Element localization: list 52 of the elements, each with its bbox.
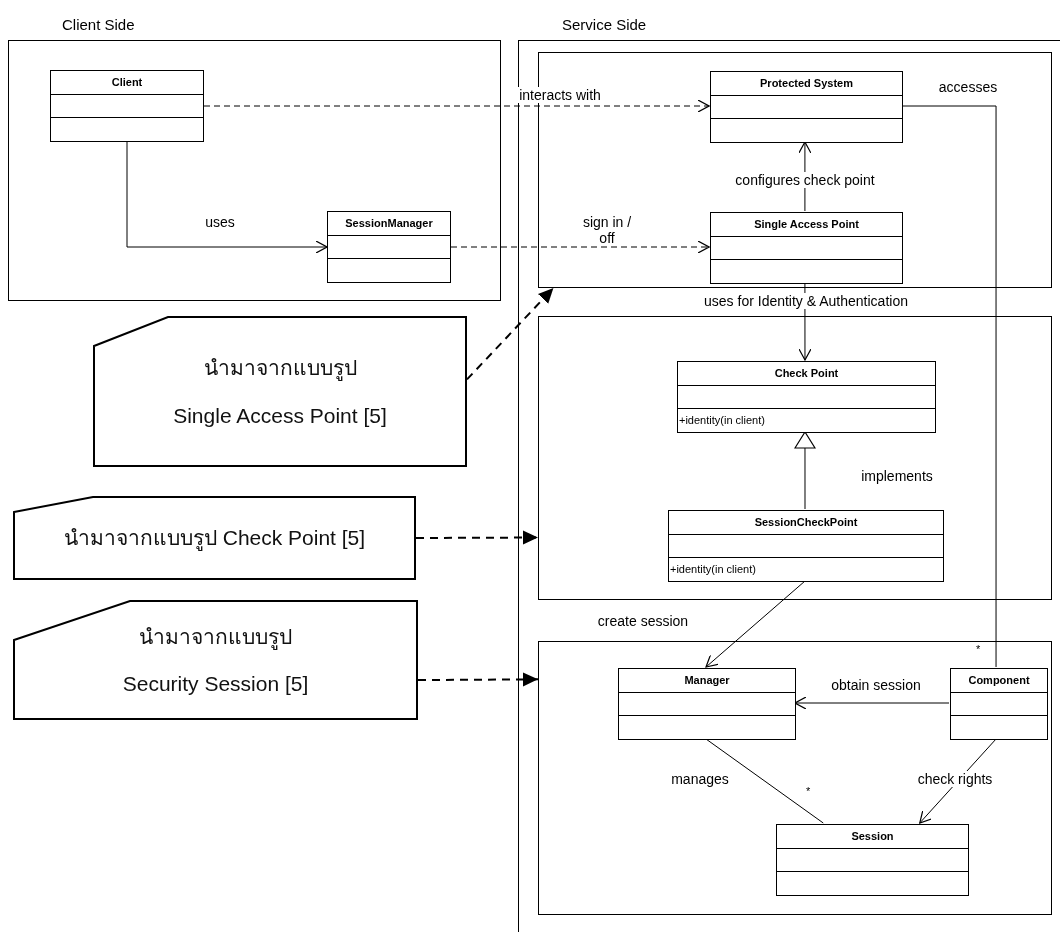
- note-text: นำมาจากแบบรูป: [139, 623, 292, 652]
- arrow: [705, 580, 806, 668]
- multiplicity-label: *: [806, 785, 811, 797]
- class-name: Session: [851, 829, 894, 845]
- edge-label: check rights: [915, 771, 995, 787]
- edge-label: interacts with: [517, 87, 603, 103]
- class-box: [950, 668, 1048, 740]
- note: [93, 316, 467, 467]
- class-name: SessionManager: [345, 216, 433, 232]
- note: [13, 600, 418, 720]
- edge-label: obtain session: [829, 677, 923, 693]
- edge-label: configures check point: [733, 172, 877, 188]
- arrow: [794, 431, 816, 510]
- class-name: Client: [111, 75, 143, 91]
- association-line: [901, 105, 997, 668]
- dashed-arrow: [466, 287, 555, 381]
- class-name: Protected System: [760, 76, 853, 92]
- class-name: Manager: [684, 673, 730, 689]
- class-name: Check Point: [774, 366, 839, 382]
- class-name: SessionCheckPoint: [754, 515, 858, 531]
- group-frame: [538, 316, 1052, 600]
- edge-label: uses for Identity & Authentication: [702, 293, 910, 309]
- note-text: นำมาจากแบบรูป Check Point [5]: [63, 525, 366, 553]
- dashed-arrow: [450, 240, 710, 254]
- association-line: [705, 738, 824, 824]
- note-text: นำมาจากแบบรูป: [203, 355, 357, 383]
- class-box: [327, 211, 451, 283]
- group-frame: [538, 641, 1052, 915]
- class-name: Component: [968, 673, 1030, 689]
- dashed-arrow: [417, 672, 539, 687]
- dashed-arrow: [415, 530, 539, 545]
- class-operation: +identity(in client): [679, 413, 765, 429]
- class-box: [677, 361, 936, 433]
- class-name: Single Access Point: [754, 217, 859, 233]
- note: [13, 496, 416, 580]
- panel-heading: Client Side: [62, 15, 135, 35]
- note-text: Single Access Point [5]: [173, 402, 387, 429]
- edge-label: create session: [595, 613, 691, 629]
- arrow: [794, 696, 950, 710]
- multiplicity-label: *: [976, 643, 981, 655]
- dashed-arrow: [203, 99, 710, 113]
- class-box: [710, 212, 903, 284]
- class-box: [668, 510, 944, 582]
- note-text: Security Session [5]: [122, 671, 309, 697]
- edge-label: implements: [859, 468, 935, 484]
- arrow: [126, 141, 328, 254]
- panel-heading: Service Side: [562, 15, 647, 35]
- class-box: [50, 70, 204, 142]
- class-box: [710, 71, 903, 143]
- class-operation: +identity(in client): [670, 562, 756, 578]
- class-box: [776, 824, 969, 896]
- class-box: [618, 668, 796, 740]
